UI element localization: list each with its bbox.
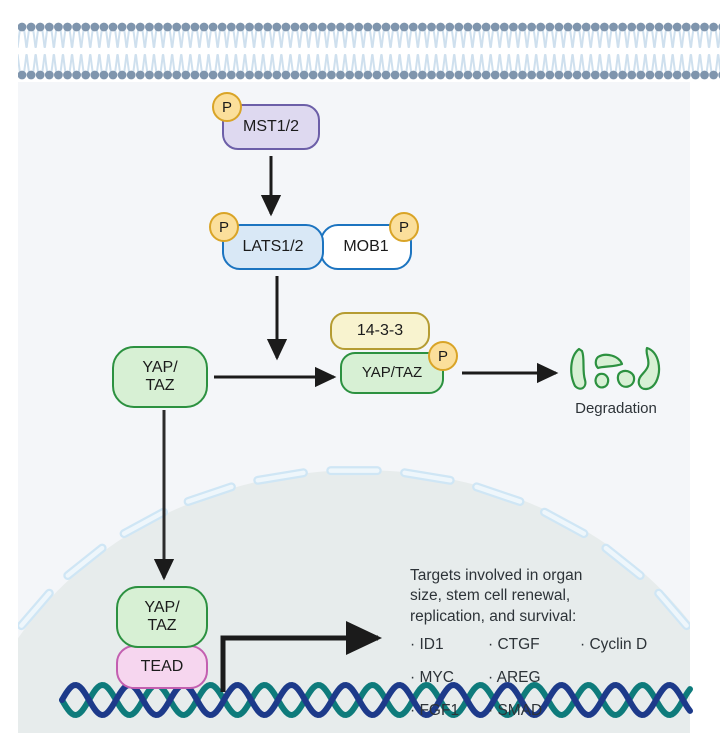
target-gene-item <box>580 702 685 720</box>
target-gene-item: · SMAD <box>488 702 543 720</box>
phosphate-badge-mob: P <box>389 212 419 242</box>
target-gene-item: · Cyclin D <box>580 636 648 654</box>
phosphate-badge-yap: P <box>428 341 458 371</box>
phosphate-badge-mst: P <box>212 92 242 122</box>
target-gene-item: · AREG <box>488 669 541 687</box>
phosphate-label: P <box>218 218 229 236</box>
phosphate-badge-lats: P <box>209 212 239 242</box>
node-tead-label: TEAD <box>140 658 184 676</box>
node-yap-taz-cytoplasmic[interactable]: YAP/ TAZ <box>112 346 208 408</box>
phosphate-label: P <box>221 98 232 116</box>
node-yap-taz-label: YAP/ TAZ <box>142 359 178 394</box>
degradation-icon <box>570 346 661 391</box>
degradation-label: Degradation <box>575 400 657 417</box>
target-gene-item: · ID1 <box>410 636 444 654</box>
node-14-3-3-label: 14-3-3 <box>356 322 404 340</box>
node-yap-taz-label: YAP/ TAZ <box>144 599 180 634</box>
target-gene-item <box>580 669 685 687</box>
node-tead[interactable]: TEAD <box>116 645 208 689</box>
plasma-membrane <box>18 22 720 80</box>
phosphate-label: P <box>437 347 448 365</box>
target-genes-list: · ID1 · CTGF · Cyclin D · MYC · AREG · FGF1 · … <box>410 636 685 720</box>
node-lats1-2[interactable]: LATS1/2 <box>222 224 324 270</box>
target-gene-item: · CTGF <box>488 636 540 654</box>
target-genes-panel: Targets involved in organ size, stem cel… <box>410 566 685 720</box>
node-yap-taz-label: YAP/TAZ <box>361 363 423 381</box>
phosphate-label: P <box>398 218 409 236</box>
target-gene-item: · MYC <box>410 669 454 687</box>
node-mob1-label: MOB1 <box>343 238 389 256</box>
node-lats1-2-label: LATS1/2 <box>242 238 304 256</box>
node-yap-taz-phosphorylated[interactable]: YAP/TAZ <box>340 352 444 394</box>
target-genes-heading: Targets involved in organ size, stem cel… <box>410 567 583 625</box>
node-yap-taz-nuclear[interactable]: YAP/ TAZ <box>116 586 208 648</box>
node-mst1-2-label: MST1/2 <box>242 118 299 136</box>
target-gene-item: · FGF1 <box>410 702 460 720</box>
node-14-3-3[interactable]: 14-3-3 <box>330 312 430 350</box>
